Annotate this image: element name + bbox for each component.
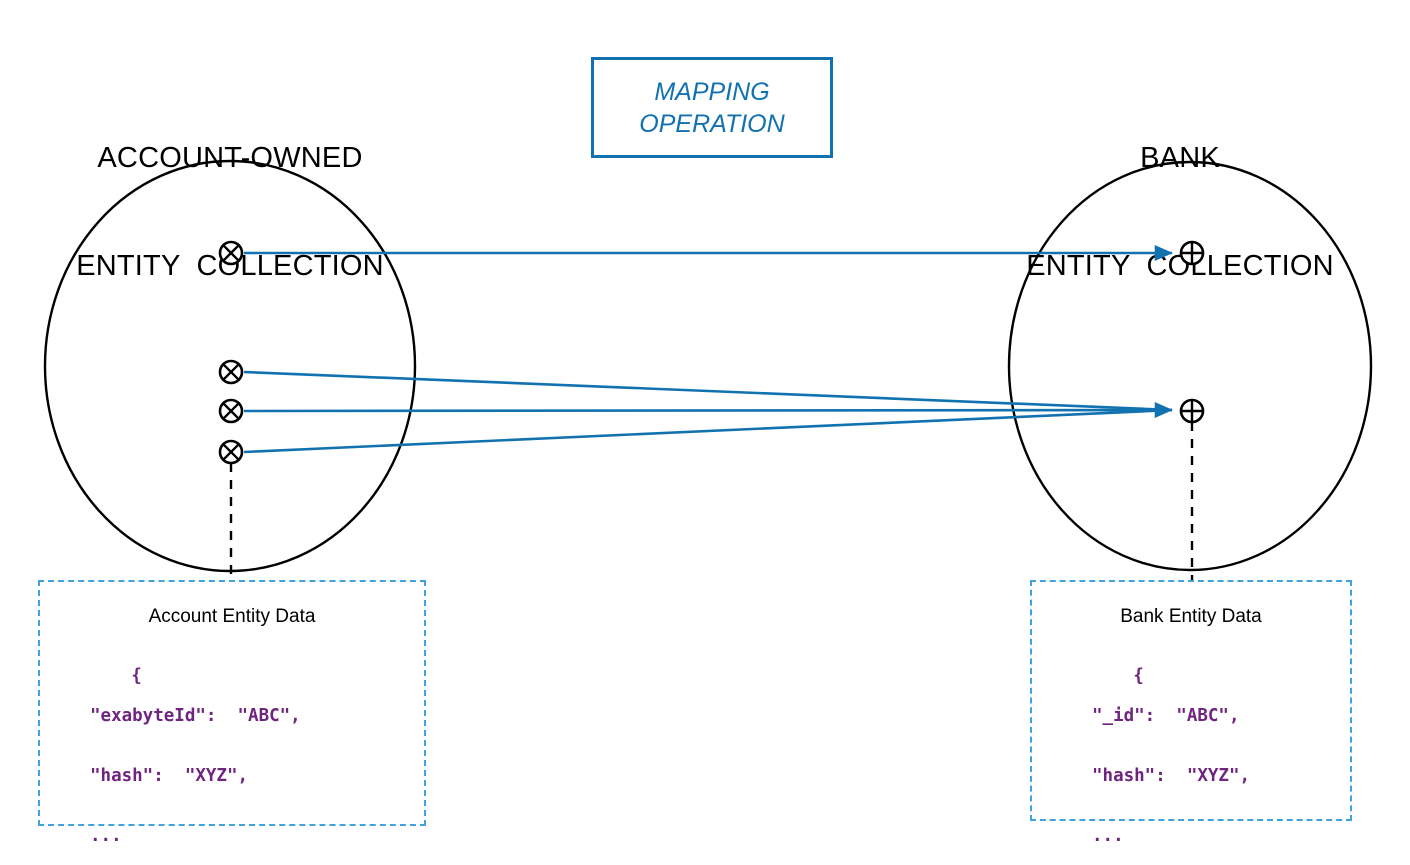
mapping-arrow-3 (243, 408, 1173, 454)
left-node-1[interactable] (218, 240, 244, 266)
left-node-4[interactable] (218, 439, 244, 465)
left-node-3[interactable] (218, 398, 244, 424)
right-node-1[interactable] (1179, 240, 1205, 266)
mapping-operation-label-line1: MAPPING (654, 77, 770, 106)
right-collection-ellipse (1007, 160, 1373, 572)
json-line-open: { (131, 666, 142, 686)
right-collection-title: BANK ENTITY COLLECTION (980, 68, 1380, 356)
json-line-id: "_id": "ABC", (1092, 706, 1240, 726)
json-line-ellipsis: ... (1092, 826, 1124, 846)
left-node-2[interactable] (218, 359, 244, 385)
json-line-open: { (1133, 666, 1144, 686)
bank-entity-json: { "_id": "ABC", "hash": "XYZ", ... } (1070, 646, 1250, 865)
account-entity-data-heading: Account Entity Data (148, 606, 316, 627)
json-line-ellipsis: ... (90, 826, 122, 846)
json-line-id: "exabyteId": "ABC", (90, 706, 301, 726)
mapping-arrow-4 (243, 402, 1173, 419)
json-line-hash: "hash": "XYZ", (1092, 766, 1251, 786)
json-line-hash: "hash": "XYZ", (90, 766, 249, 786)
mapping-operation-label-line2: OPERATION (639, 109, 785, 138)
right-collection-title-line2: ENTITY COLLECTION (1026, 250, 1334, 282)
right-node-2[interactable] (1179, 398, 1205, 424)
account-entity-data-box: Account Entity Data { "exabyteId": "ABC"… (38, 580, 426, 846)
right-collection-title-line1: BANK (1140, 142, 1220, 174)
mapping-operation-box: MAPPING OPERATION (591, 57, 833, 158)
bank-entity-data-heading: Bank Entity Data (1120, 606, 1262, 627)
left-collection-title-line1: ACCOUNT-OWNED (97, 142, 363, 174)
bank-entity-data-box: Bank Entity Data { "_id": "ABC", "hash":… (1030, 580, 1352, 846)
mapping-arrow-2 (243, 370, 1173, 412)
account-entity-json: { "exabyteId": "ABC", "hash": "XYZ", ...… (68, 646, 301, 865)
